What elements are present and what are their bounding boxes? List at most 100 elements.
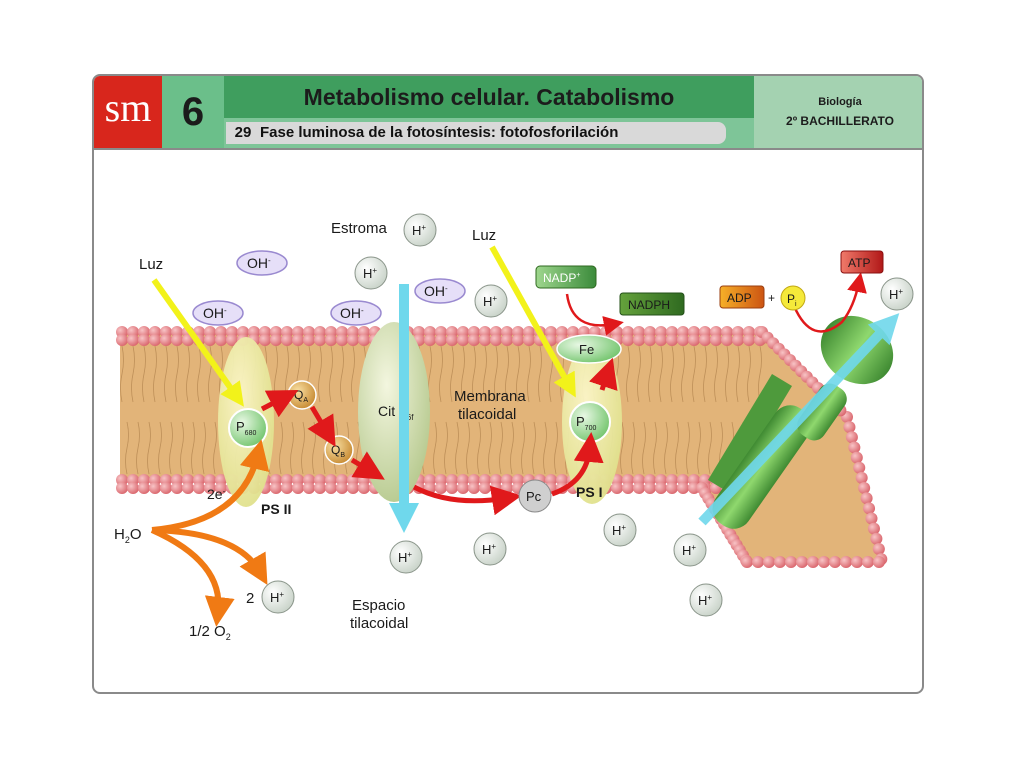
lipid-head bbox=[292, 334, 304, 346]
lipid-head bbox=[785, 556, 797, 568]
lipid-head bbox=[622, 334, 634, 346]
lipid-tail bbox=[516, 345, 520, 403]
lipid-head bbox=[435, 334, 447, 346]
proton-ball: H+ bbox=[474, 284, 508, 318]
svg-text:H+: H+ bbox=[270, 590, 284, 605]
lipid-head bbox=[490, 482, 502, 494]
lipid-head bbox=[204, 334, 216, 346]
lipid-tail bbox=[433, 421, 437, 475]
light-label-1: Luz bbox=[139, 256, 163, 273]
lipid-tail bbox=[329, 345, 333, 403]
lipid-head bbox=[840, 556, 852, 568]
lipid-head bbox=[845, 431, 858, 444]
lipid-head bbox=[870, 532, 883, 545]
lipid-head bbox=[743, 334, 755, 346]
lipid-tail bbox=[631, 421, 635, 475]
lipid-tail bbox=[681, 345, 685, 403]
svg-text:OH-: OH- bbox=[424, 283, 448, 299]
membrane-label-1: Membrana bbox=[454, 388, 526, 405]
lipid-head bbox=[688, 334, 700, 346]
svg-text:H+: H+ bbox=[612, 523, 626, 538]
light-arrow-psi bbox=[489, 245, 576, 398]
lipid-tail bbox=[543, 421, 547, 475]
lipid-head bbox=[424, 334, 436, 346]
phosphate-label: Pi bbox=[787, 292, 797, 308]
lipid-head bbox=[843, 421, 856, 434]
lipid-head bbox=[774, 556, 786, 568]
electron-transport-arrows bbox=[260, 357, 618, 516]
lipid-tail bbox=[521, 421, 525, 475]
lipid-tail bbox=[697, 421, 701, 475]
p680-label: P680 bbox=[236, 419, 256, 437]
lipid-head bbox=[292, 482, 304, 494]
lipid-tail bbox=[153, 345, 157, 403]
lipid-tail bbox=[664, 421, 668, 475]
lipid-head bbox=[303, 334, 315, 346]
qa-label: QA bbox=[294, 388, 308, 404]
lipid-tail bbox=[670, 345, 674, 403]
stroma-label: Estroma bbox=[331, 220, 388, 237]
lipid-head bbox=[149, 482, 161, 494]
lipid-tail bbox=[290, 421, 294, 475]
lipid-tail bbox=[208, 345, 212, 403]
lipid-head bbox=[633, 334, 645, 346]
hydroxide-ions: OH- OH- OH- OH- bbox=[192, 250, 466, 326]
lipid-head bbox=[215, 482, 227, 494]
membrane-label-2: tilacoidal bbox=[458, 406, 516, 423]
lipid-head bbox=[435, 482, 447, 494]
proton-ball: H+ bbox=[603, 513, 637, 547]
lipid-head bbox=[763, 556, 775, 568]
lipid-head bbox=[732, 334, 744, 346]
header-divider bbox=[94, 148, 922, 150]
lipid-tail bbox=[444, 421, 448, 475]
adp-box bbox=[719, 285, 765, 309]
unit-title: Metabolismo celular. Catabolismo bbox=[224, 76, 754, 118]
nadp-reduction-arrow bbox=[565, 293, 624, 336]
lipid-tail bbox=[725, 345, 729, 403]
nadph-label: NADPH bbox=[628, 298, 670, 312]
lipid-head bbox=[171, 482, 183, 494]
lipid-head bbox=[270, 482, 282, 494]
proton-ball: H+ bbox=[403, 213, 437, 247]
lipid-tail bbox=[494, 345, 498, 403]
lipid-head bbox=[347, 482, 359, 494]
lipid-tail bbox=[202, 421, 206, 475]
lipid-head bbox=[721, 334, 733, 346]
lipid-head bbox=[336, 482, 348, 494]
lipid-head bbox=[855, 471, 868, 484]
lipid-tail bbox=[191, 421, 195, 475]
lipid-tail bbox=[158, 421, 162, 475]
atp-label: ATP bbox=[848, 256, 870, 270]
lipid-tail bbox=[488, 421, 492, 475]
lipid-tail bbox=[747, 345, 751, 403]
lipid-head bbox=[226, 334, 238, 346]
svg-text:H+: H+ bbox=[412, 223, 426, 238]
lipid-head bbox=[446, 482, 458, 494]
lipid-head bbox=[160, 482, 172, 494]
water-label: H2O bbox=[114, 526, 142, 545]
lipid-head bbox=[468, 334, 480, 346]
lipid-head bbox=[479, 334, 491, 346]
lipid-head bbox=[127, 334, 139, 346]
lumen-label-2: tilacoidal bbox=[350, 615, 408, 632]
lipid-tail bbox=[538, 345, 542, 403]
water-splitting-arrows bbox=[150, 439, 270, 627]
lipid-head bbox=[468, 482, 480, 494]
lipid-tail bbox=[637, 345, 641, 403]
lipid-head bbox=[622, 482, 634, 494]
lipid-tail bbox=[351, 345, 355, 403]
nadph-box bbox=[619, 292, 685, 316]
lipid-head bbox=[446, 334, 458, 346]
lipid-head bbox=[872, 542, 885, 555]
lipid-head bbox=[858, 482, 871, 495]
lipid-tail bbox=[527, 345, 531, 403]
svg-text:H+: H+ bbox=[483, 294, 497, 309]
nadp-label: NADP+ bbox=[543, 271, 580, 285]
lipid-tail bbox=[620, 421, 624, 475]
lipid-tail bbox=[659, 345, 663, 403]
lipid-head bbox=[512, 334, 524, 346]
lipid-head bbox=[633, 482, 645, 494]
lipid-head bbox=[303, 482, 315, 494]
lipid-tail bbox=[648, 345, 652, 403]
lipid-tail bbox=[186, 345, 190, 403]
